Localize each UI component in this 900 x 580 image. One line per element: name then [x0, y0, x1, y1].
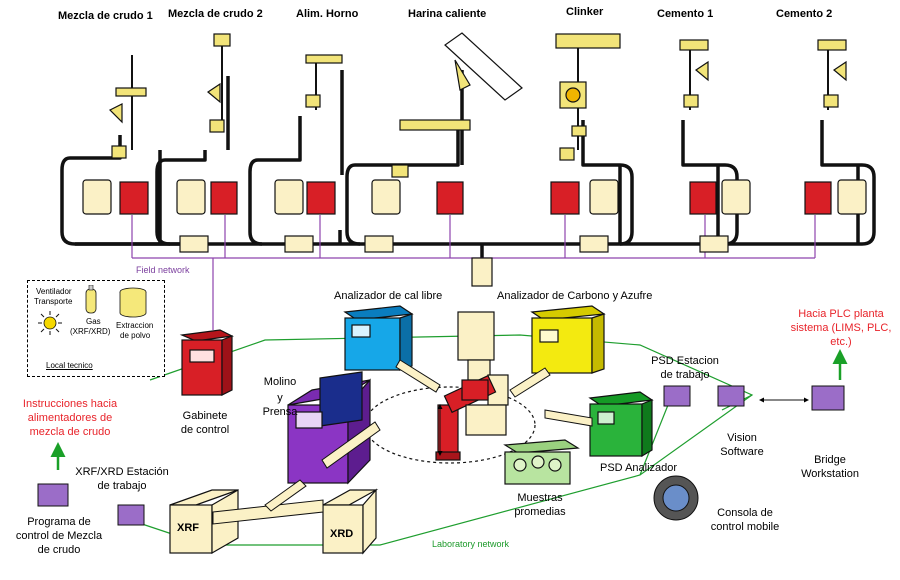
- note-plc: Hacia PLC planta: [798, 308, 884, 320]
- legend-gas-xrf: (XRF/XRD): [70, 327, 111, 336]
- label-molino: Molino: [263, 376, 297, 388]
- field-network-label: Field network: [136, 265, 190, 275]
- label-xrf-xrd-estacion: XRF/XRD Estación: [75, 466, 169, 478]
- label-xrf: XRF: [177, 522, 199, 534]
- monitors: [37, 385, 845, 526]
- station-label-alim-horno: Alim. Horno: [296, 8, 359, 20]
- label-programa-crudo: de crudo: [37, 544, 81, 556]
- label-promedias: promedias: [514, 506, 566, 518]
- laboratory-network-label: Laboratory network: [432, 539, 510, 549]
- note-lims: sistema (LIMS, PLC,: [790, 322, 892, 334]
- control-cabinet: [179, 329, 234, 396]
- sun-icon: [38, 311, 62, 335]
- loop-7: [820, 120, 876, 246]
- label-programa: Programa de: [27, 516, 91, 528]
- psd-analyzer: [588, 391, 654, 458]
- sample-cups: [503, 439, 580, 485]
- label-bridge-workstation: Workstation: [801, 468, 859, 480]
- label-cal-libre: Analizador de cal libre: [334, 290, 443, 302]
- station-label-cemento-2: Cemento 2: [776, 8, 833, 20]
- label-muestras: Muestras: [517, 492, 563, 504]
- station-panels: [82, 179, 867, 215]
- station-label-cemento-1: Cemento 1: [657, 8, 714, 20]
- robot-base: [465, 404, 507, 436]
- label-carbono-azufre: Analizador de Carbono y Azufre: [497, 290, 653, 302]
- label-consola: Consola de: [717, 507, 773, 519]
- carbono-azufre-analyzer: [530, 305, 606, 374]
- note-instrucciones: Instrucciones hacia: [22, 398, 118, 410]
- dust-extractor-icon: [119, 287, 147, 318]
- label-psd-estacion: PSD Estacion: [651, 355, 719, 367]
- loop-1: [60, 146, 180, 246]
- bus-diverters: [179, 235, 729, 287]
- molino-prensa: [287, 371, 371, 485]
- label-vision-software: Software: [720, 446, 764, 458]
- robot-arm: [435, 374, 497, 461]
- label-prensa: Prensa: [262, 406, 298, 418]
- station-label-mezcla-2: Mezcla de crudo 2: [168, 8, 263, 20]
- note-etc: etc.): [830, 336, 852, 348]
- label-bridge: Bridge: [814, 454, 846, 466]
- label-molino-y: y: [277, 392, 283, 404]
- note-alimentadores: alimentadores de: [27, 412, 113, 424]
- loop-ret-2: [226, 76, 230, 150]
- green-arrows: [50, 349, 848, 470]
- note-mezcla: mezcla de crudo: [29, 426, 111, 438]
- legend-transporte-text: Transporte: [34, 297, 73, 306]
- label-control-mobile: control mobile: [710, 521, 780, 533]
- station-equipment: [108, 33, 847, 178]
- label-programa-mezcla: control de Mezcla: [15, 530, 103, 542]
- legend-title: Local tecnico: [46, 361, 93, 370]
- label-xrd: XRD: [330, 528, 354, 540]
- label-xrf-xrd-trabajo: de trabajo: [97, 480, 147, 492]
- label-psd-trabajo: de trabajo: [660, 369, 710, 381]
- local-tecnico-legend: Ventilador Transporte Gas (XRF/XRD) Extr…: [27, 280, 165, 377]
- loop-ret-1: [118, 135, 162, 244]
- legend-extraccion: Extraccion: [116, 321, 154, 330]
- sample-tower: [457, 311, 509, 406]
- cal-libre-analyzer: [343, 305, 414, 371]
- mobile-console: [653, 475, 699, 521]
- gas-cylinder-icon: [85, 285, 97, 314]
- label-vision: Vision: [727, 432, 757, 444]
- legend-polvo: de polvo: [120, 331, 151, 340]
- legend-ventilador: Ventilador: [36, 287, 72, 296]
- station-label-clinker: Clinker: [566, 6, 604, 18]
- station-label-harina: Harina caliente: [408, 8, 487, 20]
- station-piping: [131, 40, 829, 150]
- conveyors: [212, 359, 593, 525]
- station-label-mezcla-1: Mezcla de crudo 1: [58, 10, 153, 22]
- label-de-control: de control: [180, 424, 230, 436]
- label-psd-analizador: PSD Analizador: [600, 462, 678, 474]
- loop-ret-3: [338, 70, 344, 244]
- sampling-loops: [60, 70, 876, 262]
- legend-gas: Gas: [86, 317, 101, 326]
- label-gabinete: Gabinete: [182, 410, 228, 422]
- kiln-tube: [444, 32, 523, 101]
